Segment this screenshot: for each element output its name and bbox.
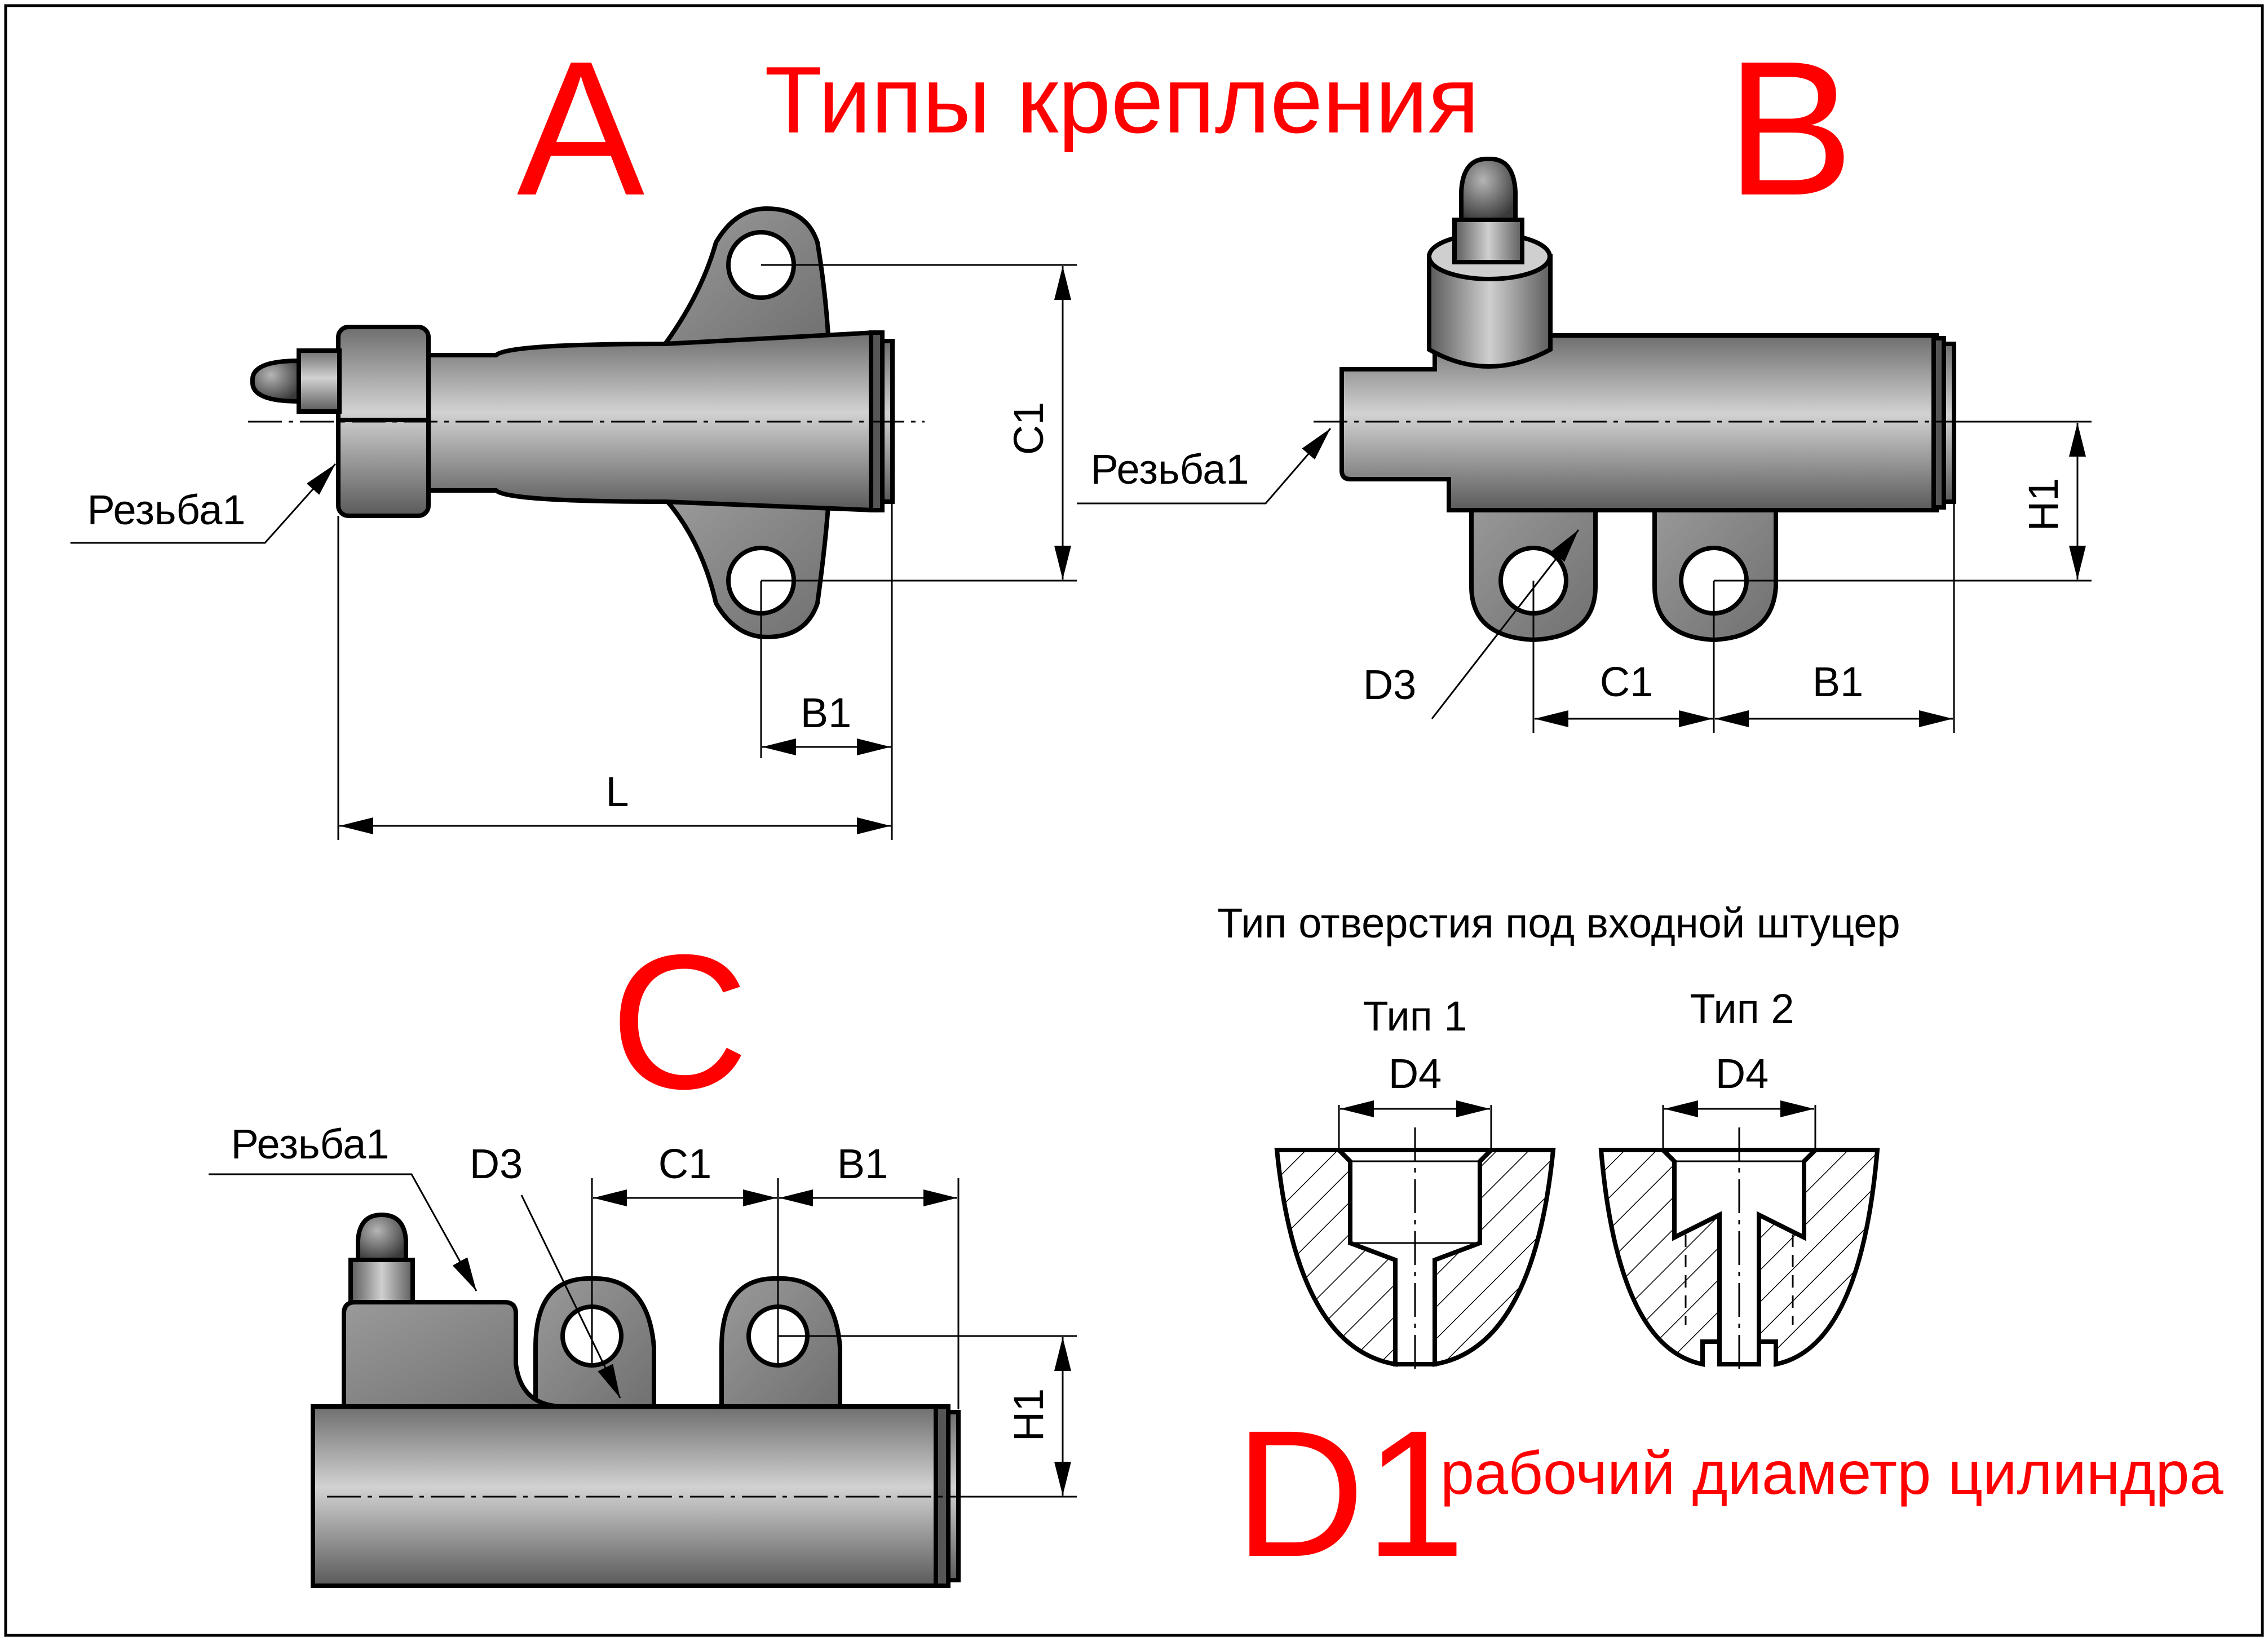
inlet-type-2-label: Тип 2 bbox=[1690, 985, 1794, 1032]
page-title: Типы крепления bbox=[764, 47, 1479, 153]
type-b-letter: B bbox=[1726, 21, 1854, 236]
type-a-letter: A bbox=[517, 21, 646, 236]
inlet-type-2: Тип 2 D4 bbox=[1598, 985, 1880, 1375]
type-c-cylinder bbox=[311, 1212, 1077, 1588]
type-b-body bbox=[1339, 333, 1939, 512]
d1-symbol: D1 bbox=[1235, 1392, 1465, 1594]
type-b-nipple-nut bbox=[1452, 218, 1524, 264]
type-c-d3-label: D3 bbox=[470, 1140, 523, 1187]
type-c-c1-label: C1 bbox=[658, 1140, 712, 1187]
inlet-section-title: Тип отверстия под входной штуцер bbox=[1217, 900, 1900, 946]
type-b-bleeder-cap bbox=[1459, 156, 1518, 222]
type-c-letter: C bbox=[610, 915, 749, 1129]
type-b-dimensions: H1 C1 B1 D3 Резьба1 bbox=[1077, 421, 2092, 733]
inlet-type-1: Тип 1 D4 bbox=[1274, 993, 1556, 1375]
type-b-d3-label: D3 bbox=[1363, 661, 1417, 708]
type-a-cylinder bbox=[248, 206, 925, 640]
type-c-head bbox=[342, 1300, 564, 1409]
type-a-b1-label: B1 bbox=[801, 689, 852, 736]
type-b-cylinder bbox=[1314, 156, 1984, 643]
type-a-dimensions: C1 B1 L Резьба1 bbox=[70, 264, 1077, 840]
type-b-thread-label: Резьба1 bbox=[1090, 446, 1249, 493]
sheet-border bbox=[4, 4, 2264, 1637]
inlet-type-1-d4-label: D4 bbox=[1389, 1050, 1442, 1097]
type-a-body bbox=[423, 330, 876, 513]
inlet-type-1-label: Тип 1 bbox=[1363, 993, 1467, 1040]
type-c-bleeder-cap bbox=[356, 1212, 408, 1262]
type-c-nipple-nut bbox=[348, 1258, 415, 1304]
type-c-dimensions: C1 B1 H1 D3 Резьба1 bbox=[209, 1121, 1077, 1498]
type-c-thread-label: Резьба1 bbox=[231, 1121, 389, 1167]
type-b-h1-label: H1 bbox=[2020, 478, 2067, 532]
type-c-b1-label: B1 bbox=[837, 1140, 888, 1187]
d1-caption: рабочий диаметр цилиндра bbox=[1440, 1439, 2224, 1507]
inlet-type-2-d4-label: D4 bbox=[1716, 1050, 1769, 1097]
type-b-c1-label: C1 bbox=[1600, 658, 1654, 705]
type-a-c1-label: C1 bbox=[1005, 402, 1052, 455]
type-a-bleeder-cap bbox=[250, 358, 301, 404]
type-a-thread-label: Резьба1 bbox=[87, 486, 245, 533]
type-b-boss bbox=[1427, 254, 1553, 369]
type-a-l-label: L bbox=[605, 768, 629, 815]
type-b-flange bbox=[1942, 342, 1956, 504]
type-c-h1-label: H1 bbox=[1005, 1388, 1052, 1442]
type-b-b1-label: B1 bbox=[1812, 658, 1864, 705]
type-a-nipple-nut bbox=[297, 348, 342, 414]
